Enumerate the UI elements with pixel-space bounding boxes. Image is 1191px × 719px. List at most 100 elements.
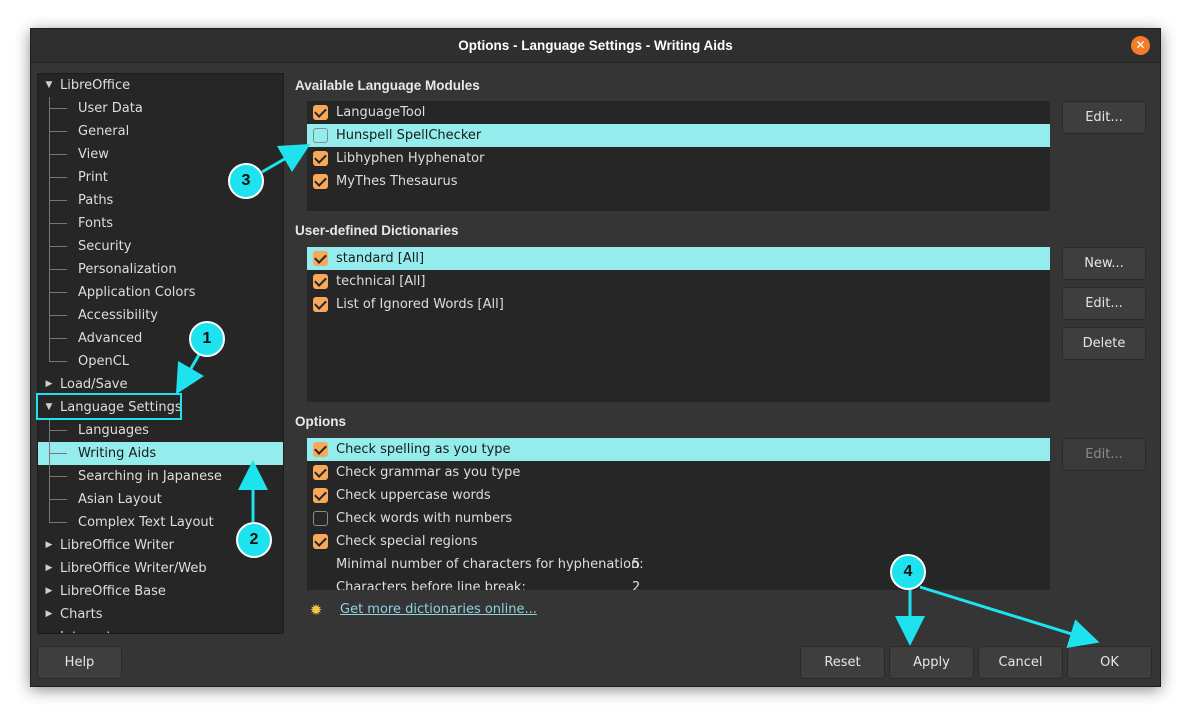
reset-button[interactable]: Reset [800,646,885,679]
tree-connector [49,246,67,247]
dictionaries-list[interactable]: standard [All] technical [All] List of Ign… [307,247,1050,402]
apply-button[interactable]: Apply [889,646,974,679]
list-item-label: technical [All] [336,274,426,289]
ok-button[interactable]: OK [1067,646,1152,679]
tree-connector [49,154,67,155]
tree-item[interactable]: ▶Charts [38,603,283,626]
tree-item[interactable]: Paths [38,189,283,212]
tree-item[interactable]: Accessibility [38,304,283,327]
checkbox[interactable] [313,105,328,120]
list-item[interactable]: Check special regions [307,530,1050,553]
list-item-label: Characters before line break: [336,580,526,590]
checkbox[interactable] [313,128,328,143]
tree-item[interactable]: ▶LibreOffice Base [38,580,283,603]
tree-connector [49,108,67,109]
expand-right-icon[interactable]: ▶ [45,563,53,573]
tree-item[interactable]: ▶LibreOffice Writer [38,534,283,557]
title-bar[interactable]: Options - Language Settings - Writing Ai… [31,29,1160,63]
option-value[interactable]: 2 [632,580,641,590]
tree-item[interactable]: Complex Text Layout [38,511,283,534]
tree-connector [49,453,67,454]
help-button[interactable]: Help [37,646,122,679]
list-item[interactable]: MyThes Thesaurus [307,170,1050,193]
checkbox[interactable] [313,534,328,549]
dictionary-new-button[interactable]: New... [1062,247,1146,280]
tree-item-label: Internet [60,626,112,633]
tree-connector [49,269,67,270]
list-item[interactable]: Minimal number of characters for hyphena… [307,553,1050,576]
tree-item[interactable]: ▶ Internet [38,626,283,633]
tree-item[interactable]: ▼Language Settings [38,396,283,419]
expand-right-icon[interactable]: ▶ [45,379,53,389]
list-item[interactable]: standard [All] [307,247,1050,270]
tree-item[interactable]: Searching in Japanese [38,465,283,488]
tree-connector [49,315,67,316]
expand-down-icon[interactable]: ▼ [45,402,53,412]
tree-item-label: Load/Save [60,377,128,392]
checkbox[interactable] [313,297,328,312]
tree-item-label: Application Colors [78,285,196,300]
tree-item[interactable]: ▶ Load/Save [38,373,283,396]
list-item[interactable]: Check uppercase words [307,484,1050,507]
cancel-button[interactable]: Cancel [978,646,1063,679]
tree-item-label: Accessibility [78,308,158,323]
tree-item[interactable]: OpenCL [38,350,283,373]
options-edit-button[interactable]: Edit... [1062,438,1146,471]
tree-item[interactable]: Personalization [38,258,283,281]
tree-connector [49,292,67,293]
list-item[interactable]: Check grammar as you type [307,461,1050,484]
expand-right-icon[interactable]: ▶ [45,609,53,619]
tree-item-label: User Data [78,101,143,116]
list-item[interactable]: Check words with numbers [307,507,1050,530]
checkbox[interactable] [313,174,328,189]
tree-item-label: Fonts [78,216,114,231]
modules-section-title: Available Language Modules [295,78,480,93]
list-item[interactable]: technical [All] [307,270,1050,293]
tree-connector [49,131,67,132]
list-item-label: Libhyphen Hyphenator [336,151,485,166]
more-dictionaries-link[interactable]: Get more dictionaries online... [340,602,537,617]
tree-item[interactable]: Writing Aids [38,442,283,465]
checkbox[interactable] [313,274,328,289]
expand-down-icon[interactable]: ▼ [45,80,53,90]
tree-connector [49,338,67,339]
dictionary-delete-button[interactable]: Delete [1062,327,1146,360]
dictionary-edit-button[interactable]: Edit... [1062,287,1146,320]
tree-item[interactable]: Advanced [38,327,283,350]
tree-item[interactable]: General [38,120,283,143]
tree-item[interactable]: Fonts [38,212,283,235]
tree-item[interactable]: ▶LibreOffice Writer/Web [38,557,283,580]
list-item[interactable]: List of Ignored Words [All] [307,293,1050,316]
tree-item[interactable]: ▼LibreOffice [38,74,283,97]
tree-item[interactable]: Application Colors [38,281,283,304]
list-item[interactable]: Characters before line break: 2 [307,576,1050,590]
modules-edit-button[interactable]: Edit... [1062,101,1146,134]
checkbox[interactable] [313,442,328,457]
list-item[interactable]: Libhyphen Hyphenator [307,147,1050,170]
tree-item[interactable]: Security [38,235,283,258]
window-title: Options - Language Settings - Writing Ai… [458,38,733,53]
list-item[interactable]: Hunspell SpellChecker [307,124,1050,147]
expand-right-icon[interactable]: ▶ [45,540,53,550]
checkbox[interactable] [313,488,328,503]
annotation-badge-1: 1 [189,321,225,357]
expand-right-icon[interactable]: ▶ [45,586,53,596]
list-item[interactable]: LanguageTool [307,101,1050,124]
list-item-label: Check special regions [336,534,478,549]
checkbox[interactable] [313,511,328,526]
checkbox[interactable] [313,465,328,480]
tree-item[interactable]: Print [38,166,283,189]
checkbox[interactable] [313,151,328,166]
option-value[interactable]: 5 [632,557,641,572]
tree-item[interactable]: Languages [38,419,283,442]
close-icon[interactable]: ✕ [1131,36,1150,55]
tree-item[interactable]: User Data [38,97,283,120]
expand-right-icon[interactable]: ▶ [43,626,55,633]
tree-item[interactable]: View [38,143,283,166]
checkbox[interactable] [313,251,328,266]
tree-item[interactable]: Asian Layout [38,488,283,511]
list-item-label: Check words with numbers [336,511,513,526]
list-item[interactable]: Check spelling as you type [307,438,1050,461]
